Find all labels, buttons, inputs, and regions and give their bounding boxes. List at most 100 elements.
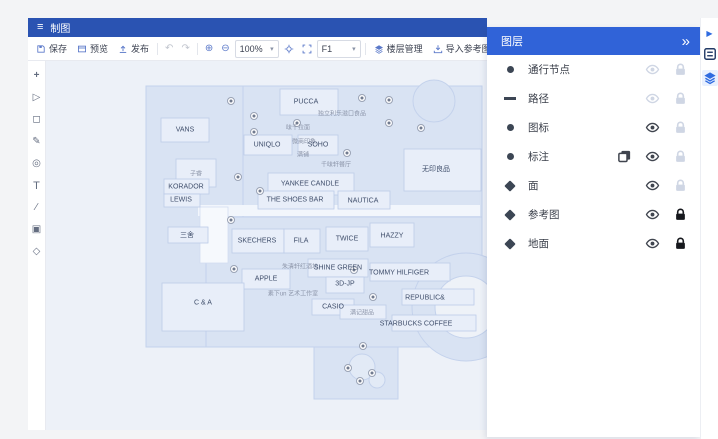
poi-marker-icon[interactable] (227, 216, 235, 224)
layer-row[interactable]: 通行节点 (487, 55, 700, 84)
lock-icon[interactable] (673, 120, 688, 135)
visibility-eye-icon[interactable] (645, 236, 660, 251)
layer-row[interactable]: 标注 (487, 142, 700, 171)
text-tool[interactable]: T (33, 179, 40, 192)
poi-marker-icon[interactable] (417, 124, 425, 132)
poi-marker-icon[interactable] (293, 119, 301, 127)
map-label[interactable]: 3D-JP (335, 280, 355, 288)
map-label[interactable]: HAZZY (380, 232, 404, 240)
map-label[interactable]: REPUBLIC& (405, 294, 445, 302)
map-label[interactable]: 无印良品 (422, 166, 450, 173)
move-tool[interactable]: + (33, 70, 40, 81)
poi-marker-icon[interactable] (250, 128, 258, 136)
map-label[interactable]: NAUTICA (347, 197, 379, 205)
fit-view-icon[interactable] (284, 44, 294, 54)
map-label[interactable]: 三舍 (180, 232, 194, 239)
brush-tool[interactable]: ✎ (32, 136, 41, 147)
map-label[interactable]: YANKEE CANDLE (280, 180, 340, 188)
visibility-eye-icon[interactable] (645, 120, 660, 135)
expand-handle-icon[interactable]: ▶ (706, 29, 713, 38)
marquee-tool[interactable]: ◻ (32, 114, 41, 125)
map-label[interactable]: TOMMY HILFIGER (368, 269, 430, 277)
lock-icon[interactable] (673, 178, 688, 193)
floor-manage-button[interactable]: 楼层管理 (370, 42, 427, 55)
poi-marker-icon[interactable] (250, 112, 258, 120)
poi-marker-icon[interactable] (234, 173, 242, 181)
layer-row[interactable]: 图标 (487, 113, 700, 142)
map-label[interactable]: PUCCA (293, 98, 319, 106)
line-tool[interactable]: ∕ (35, 202, 38, 213)
layers-panel-icon[interactable] (701, 70, 718, 86)
poi-marker-icon[interactable] (385, 119, 393, 127)
map-label[interactable]: SHINE GREEN (313, 264, 363, 272)
shop-units[interactable] (160, 88, 482, 332)
map-label[interactable]: SOHO (307, 141, 329, 149)
floor-select[interactable]: F1 ▾ (316, 39, 361, 58)
map-label[interactable]: STARBUCKS COFFEE (379, 320, 453, 328)
save-button[interactable]: 保存 (32, 42, 71, 55)
node-tool[interactable]: ◎ (32, 158, 41, 169)
lock-icon[interactable] (673, 207, 688, 222)
map-label[interactable]: THE SHOES BAR (266, 196, 324, 204)
select-tool[interactable]: ▷ (32, 92, 41, 103)
lock-icon[interactable] (673, 149, 688, 164)
map-label[interactable]: 素下un 艺术工作室 (267, 291, 319, 298)
zoom-select[interactable]: 100% ▾ (234, 39, 279, 58)
lock-icon[interactable] (673, 91, 688, 106)
lock-icon[interactable] (673, 236, 688, 251)
floorplan-shapes[interactable] (46, 61, 487, 430)
map-label[interactable]: 独立利乐滋口食品 (317, 111, 367, 118)
annotation-style-icon[interactable] (617, 149, 632, 164)
undo-button[interactable]: ↶ (165, 42, 174, 54)
poi-marker-icon[interactable] (368, 369, 376, 377)
import-reference-button[interactable]: 导入参考图 (429, 42, 487, 55)
map-label[interactable]: 子睿 (189, 171, 203, 178)
map-label[interactable]: CASIO (322, 303, 344, 311)
map-label[interactable]: SKECHERS (237, 237, 277, 245)
hamburger-icon[interactable]: ≡ (37, 21, 44, 33)
visibility-eye-icon[interactable] (645, 62, 660, 77)
map-label[interactable]: UNIQLO (253, 141, 281, 149)
zoom-in-button[interactable]: ⊕ (204, 42, 214, 54)
poi-marker-icon[interactable] (350, 266, 358, 274)
map-label[interactable]: TWICE (335, 235, 359, 243)
map-label[interactable]: 满记甜品 (349, 310, 375, 317)
map-label[interactable]: LEWIS (170, 196, 192, 204)
map-label[interactable]: KORADOR (168, 183, 204, 191)
map-label[interactable]: APPLE (254, 275, 278, 283)
map-label[interactable]: C & A (194, 299, 212, 307)
poi-marker-icon[interactable] (369, 293, 377, 301)
fullscreen-icon[interactable] (302, 44, 312, 54)
preview-button[interactable]: 预览 (73, 42, 112, 55)
poi-marker-icon[interactable] (356, 377, 364, 385)
poi-marker-icon[interactable] (227, 97, 235, 105)
map-label[interactable]: 微商印象 (291, 139, 317, 146)
poi-marker-icon[interactable] (344, 364, 352, 372)
map-label[interactable]: 满铺 (296, 152, 310, 159)
map-label[interactable]: 味千拉面 (285, 125, 311, 132)
layer-row[interactable]: 地面 (487, 229, 700, 258)
poi-marker-icon[interactable] (343, 149, 351, 157)
visibility-eye-icon[interactable] (645, 178, 660, 193)
layer-row[interactable]: 参考图 (487, 200, 700, 229)
lock-icon[interactable] (673, 62, 688, 77)
poi-marker-icon[interactable] (256, 187, 264, 195)
visibility-eye-icon[interactable] (645, 149, 660, 164)
layer-row[interactable]: 面 (487, 171, 700, 200)
poi-marker-icon[interactable] (359, 342, 367, 350)
poi-marker-icon[interactable] (358, 94, 366, 102)
layer-row[interactable]: 路径 (487, 84, 700, 113)
redo-button[interactable]: ↷ (181, 42, 190, 54)
detail-panel-icon[interactable] (703, 47, 717, 61)
map-label[interactable]: 千味轩餐厅 (320, 162, 352, 169)
map-label[interactable]: FILA (293, 237, 309, 245)
collapse-panel-button[interactable]: » (681, 32, 690, 50)
publish-button[interactable]: 发布 (114, 42, 153, 55)
map-label[interactable]: VANS (175, 126, 195, 134)
visibility-eye-icon[interactable] (645, 91, 660, 106)
shape-tool[interactable]: ▣ (31, 224, 42, 235)
map-label[interactable]: 朱清轩红酒坊 (281, 264, 319, 271)
zoom-out-button[interactable]: ⊖ (221, 42, 230, 54)
poi-marker-icon[interactable] (230, 265, 238, 273)
